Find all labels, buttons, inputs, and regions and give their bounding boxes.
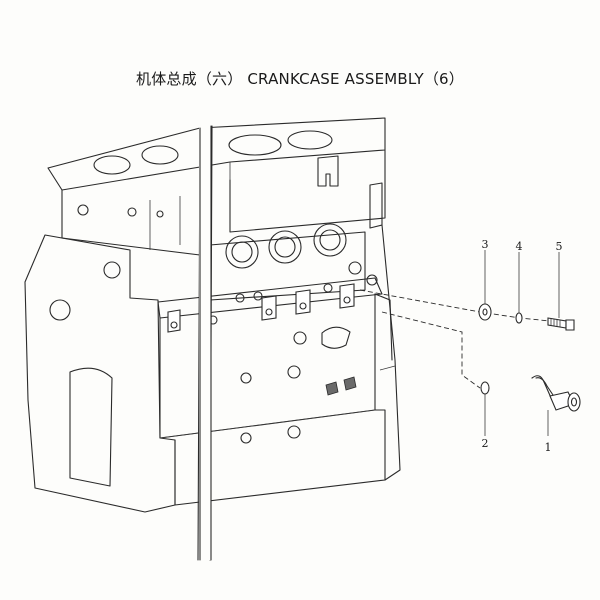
callout-5: 5 [556,240,563,253]
crankcase-block [24,117,401,513]
callout-1: 1 [545,441,552,454]
diagram-title: 机体总成（六） CRANKCASE ASSEMBLY（6） [136,70,464,88]
part-2-washer [480,381,490,395]
callout-4: 4 [516,240,523,253]
part-5-bolt [547,317,575,331]
callout-numbers: 1 2 3 4 5 [482,238,563,454]
exploded-parts [359,250,581,436]
callout-2: 2 [482,437,489,450]
part-3-washer [478,303,492,321]
section-break-line [197,125,213,561]
part-4-ring [515,312,523,324]
callout-3: 3 [482,238,489,251]
part-1-nozzle [531,375,581,412]
